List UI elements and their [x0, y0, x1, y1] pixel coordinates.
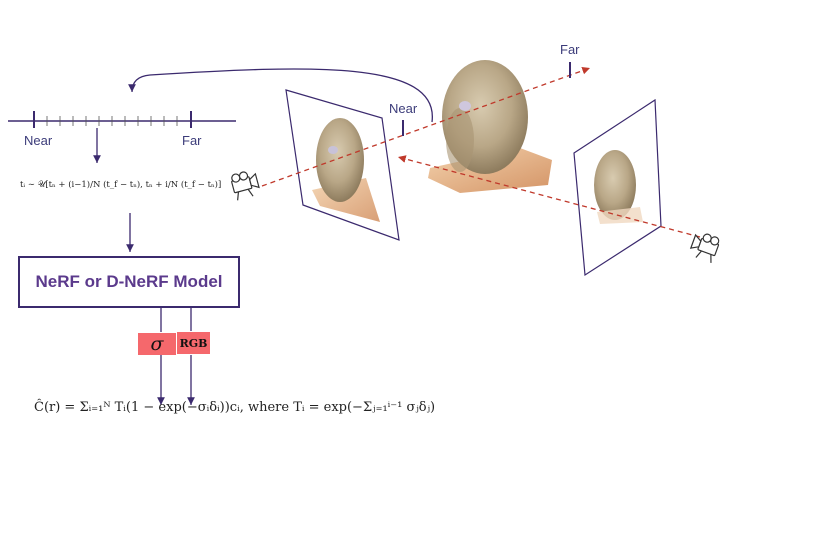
axis-far-label: Far	[182, 133, 202, 148]
rgb-output-chip: RGB	[177, 332, 210, 354]
object-view-left	[316, 118, 364, 202]
sampling-equation: tᵢ ∼ 𝒰[tₙ + (i−1)/N (t_f − tₙ), tₙ + i/N…	[20, 180, 222, 190]
ray-left-camera	[261, 66, 591, 187]
camera-icon	[689, 233, 720, 263]
model-box: NeRF or D-NeRF Model	[18, 256, 240, 308]
object-view-right	[594, 150, 636, 220]
sampling-axis: Near Far	[8, 111, 236, 148]
camera-icon	[231, 171, 260, 201]
left-image-plane	[285, 89, 400, 241]
feedback-arrow	[128, 68, 433, 123]
scene-far-label: Far	[560, 42, 580, 57]
sigma-label: σ	[150, 333, 164, 355]
model-label: NeRF or D-NeRF Model	[35, 272, 223, 291]
ray-right-camera	[397, 155, 701, 238]
axis-near-label: Near	[24, 133, 53, 148]
volume-rendering-equation: Ĉ(r) = Σᵢ₌₁ᴺ Tᵢ(1 − exp(−σᵢδᵢ))cᵢ, where…	[34, 400, 436, 415]
scene-object	[428, 60, 552, 193]
right-image-plane	[573, 98, 662, 277]
rgb-label: RGB	[179, 336, 208, 350]
scene-near-label: Near	[389, 101, 418, 116]
sigma-output-chip: σ	[138, 333, 176, 355]
